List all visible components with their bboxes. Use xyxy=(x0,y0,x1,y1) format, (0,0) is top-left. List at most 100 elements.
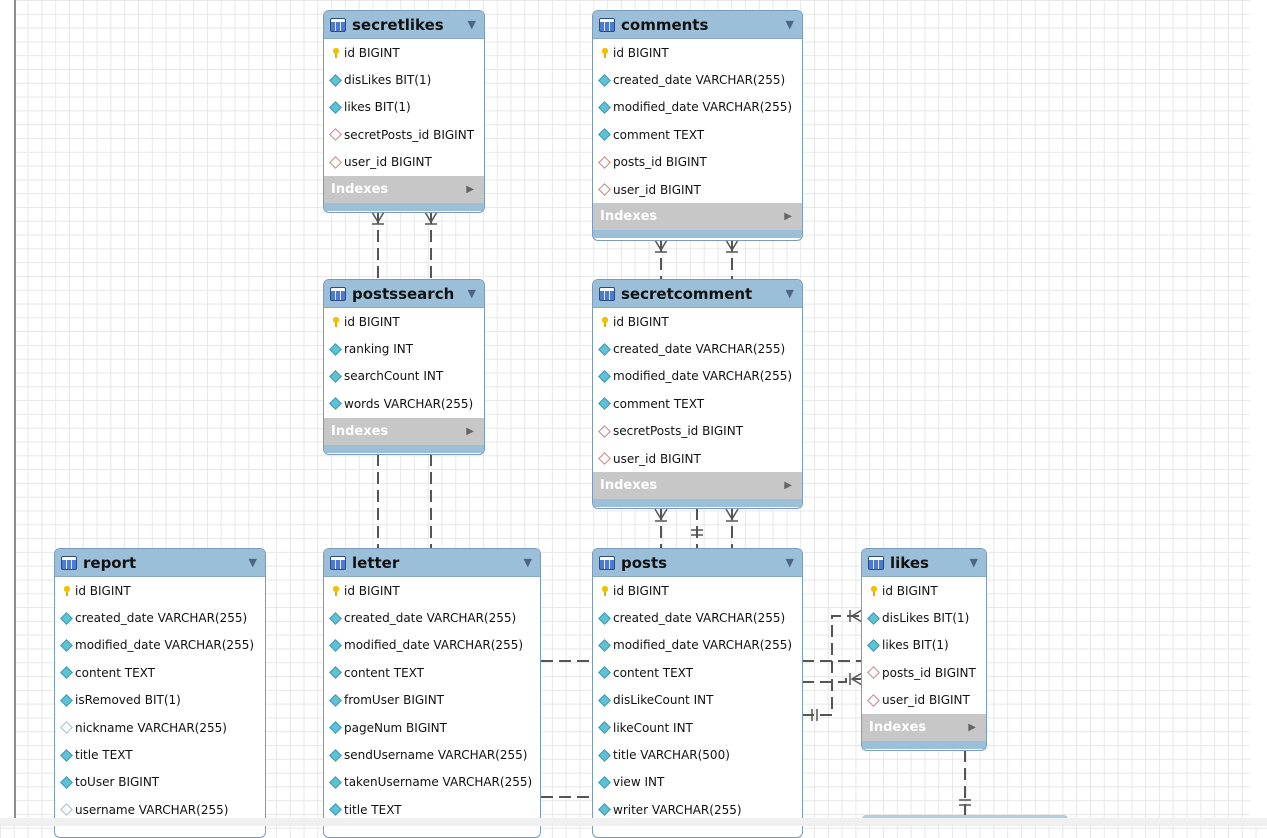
column-row[interactable]: posts_id BIGINT xyxy=(862,659,986,686)
column-row[interactable]: modified_date VARCHAR(255) xyxy=(55,632,265,659)
column-label: sendUsername VARCHAR(255) xyxy=(344,748,528,763)
column-row[interactable]: ♣id BIGINT xyxy=(324,577,540,604)
column-row[interactable]: ♣id BIGINT xyxy=(593,308,802,335)
indexes-label: Indexes xyxy=(331,181,389,197)
table-header[interactable]: likes ▼ xyxy=(862,549,986,577)
column-row[interactable]: ♣id BIGINT xyxy=(593,39,802,66)
indexes-section[interactable]: Indexes ▶ xyxy=(324,175,484,203)
column-label: created_date VARCHAR(255) xyxy=(613,73,786,88)
table-header[interactable]: posts ▼ xyxy=(593,549,802,577)
collapse-arrow-icon[interactable]: ▼ xyxy=(785,18,794,31)
table-header[interactable]: letter ▼ xyxy=(324,549,540,577)
column-row[interactable]: likes BIT(1) xyxy=(862,632,986,659)
table-header[interactable]: report ▼ xyxy=(55,549,265,577)
column-row[interactable]: created_date VARCHAR(255) xyxy=(593,335,802,362)
column-row[interactable]: likes BIT(1) xyxy=(324,94,484,121)
column-row[interactable]: likeCount INT xyxy=(593,714,802,741)
column-row[interactable]: pageNum BIGINT xyxy=(324,714,540,741)
column-row[interactable]: created_date VARCHAR(255) xyxy=(55,604,265,631)
expand-arrow-icon[interactable]: ▶ xyxy=(466,183,474,195)
indexes-section[interactable]: Indexes▶ xyxy=(324,417,484,445)
expand-arrow-icon[interactable]: ▶ xyxy=(466,425,474,437)
indexes-section[interactable]: Indexes▶ xyxy=(593,203,802,231)
column-row[interactable]: content TEXT xyxy=(324,659,540,686)
foreign-key-icon xyxy=(329,155,342,169)
column-row[interactable]: ♣id BIGINT xyxy=(593,577,802,604)
column-row[interactable]: words VARCHAR(255) xyxy=(324,390,484,417)
collapse-arrow-icon[interactable]: ▼ xyxy=(523,556,532,569)
collapse-arrow-icon[interactable]: ▼ xyxy=(969,556,978,569)
column-row[interactable]: title TEXT xyxy=(55,741,265,768)
collapse-arrow-icon[interactable]: ▼ xyxy=(248,556,257,569)
column-row[interactable]: comment TEXT xyxy=(593,121,802,148)
column-label: words VARCHAR(255) xyxy=(344,396,474,411)
table-header[interactable]: postssearch ▼ xyxy=(324,280,484,308)
table-header[interactable]: secretcomment ▼ xyxy=(593,280,802,308)
column-label: comment TEXT xyxy=(613,396,705,411)
column-row[interactable]: disLikeCount INT xyxy=(593,687,802,714)
table-comments[interactable]: comments ▼ ♣id BIGINT created_date VARCHA… xyxy=(592,10,803,241)
relation-line xyxy=(802,615,862,716)
column-row[interactable]: sendUsername VARCHAR(255) xyxy=(324,741,540,768)
column-row[interactable]: title VARCHAR(500) xyxy=(593,741,802,768)
column-row[interactable]: secretPosts_id BIGINT xyxy=(593,418,802,445)
column-row[interactable]: ranking INT xyxy=(324,335,484,362)
column-row[interactable]: user_id BIGINT xyxy=(593,445,802,472)
expand-arrow-icon[interactable]: ▶ xyxy=(968,721,976,733)
column-row[interactable]: ♣id BIGINT xyxy=(55,577,265,604)
column-row[interactable]: fromUser BIGINT xyxy=(324,687,540,714)
column-row[interactable]: ♣id BIGINT xyxy=(324,39,484,66)
column-row[interactable]: secretPosts_id BIGINT xyxy=(324,121,484,148)
collapse-arrow-icon[interactable]: ▼ xyxy=(467,287,476,300)
horizontal-scrollbar[interactable] xyxy=(0,818,1267,826)
column-row[interactable]: takenUsername VARCHAR(255) xyxy=(324,769,540,796)
column-row[interactable]: username VARCHAR(255) xyxy=(55,796,265,823)
column-row[interactable]: disLikes BIT(1) xyxy=(862,604,986,631)
indexes-section[interactable]: Indexes▶ xyxy=(593,472,802,500)
column-row[interactable]: nickname VARCHAR(255) xyxy=(55,714,265,741)
column-row[interactable]: user_id BIGINT xyxy=(593,176,802,203)
indexes-section[interactable]: Indexes▶ xyxy=(862,713,986,741)
table-header[interactable]: comments ▼ xyxy=(593,11,802,39)
column-icon xyxy=(60,776,73,789)
column-row[interactable]: modified_date VARCHAR(255) xyxy=(593,94,802,121)
column-row[interactable]: user_id BIGINT xyxy=(324,149,484,176)
column-row[interactable]: isRemoved BIT(1) xyxy=(55,687,265,714)
column-row[interactable]: ♣id BIGINT xyxy=(862,577,986,604)
column-row[interactable]: toUser BIGINT xyxy=(55,769,265,796)
column-row[interactable]: comment TEXT xyxy=(593,390,802,417)
table-icon xyxy=(599,17,615,32)
expand-arrow-icon[interactable]: ▶ xyxy=(784,211,792,223)
column-row[interactable]: disLikes BIT(1) xyxy=(324,66,484,93)
column-row[interactable]: created_date VARCHAR(255) xyxy=(593,66,802,93)
collapse-arrow-icon[interactable]: ▼ xyxy=(785,287,794,300)
column-row[interactable]: searchCount INT xyxy=(324,363,484,390)
column-icon xyxy=(329,73,342,87)
table-header[interactable]: secretlikes ▼ xyxy=(324,11,484,39)
column-row[interactable]: title TEXT xyxy=(324,796,540,823)
column-row[interactable]: ♣id BIGINT xyxy=(324,308,484,335)
column-row[interactable]: modified_date VARCHAR(255) xyxy=(593,363,802,390)
column-row[interactable]: content TEXT xyxy=(55,659,265,686)
column-row[interactable]: view INT xyxy=(593,769,802,796)
collapse-arrow-icon[interactable]: ▼ xyxy=(785,556,794,569)
column-row[interactable]: user_id BIGINT xyxy=(862,687,986,714)
column-row[interactable]: created_date VARCHAR(255) xyxy=(324,604,540,631)
column-row[interactable]: created_date VARCHAR(255) xyxy=(593,604,802,631)
table-name: likes xyxy=(890,553,929,572)
column-row[interactable]: writer VARCHAR(255) xyxy=(593,796,802,823)
column-row[interactable]: modified_date VARCHAR(255) xyxy=(593,632,802,659)
column-row[interactable]: content TEXT xyxy=(593,659,802,686)
column-row[interactable]: posts_id BIGINT xyxy=(593,149,802,176)
expand-arrow-icon[interactable]: ▶ xyxy=(784,480,792,492)
collapse-arrow-icon[interactable]: ▼ xyxy=(467,18,476,31)
column-row[interactable]: modified_date VARCHAR(255) xyxy=(324,632,540,659)
column-label: id BIGINT xyxy=(344,314,400,329)
